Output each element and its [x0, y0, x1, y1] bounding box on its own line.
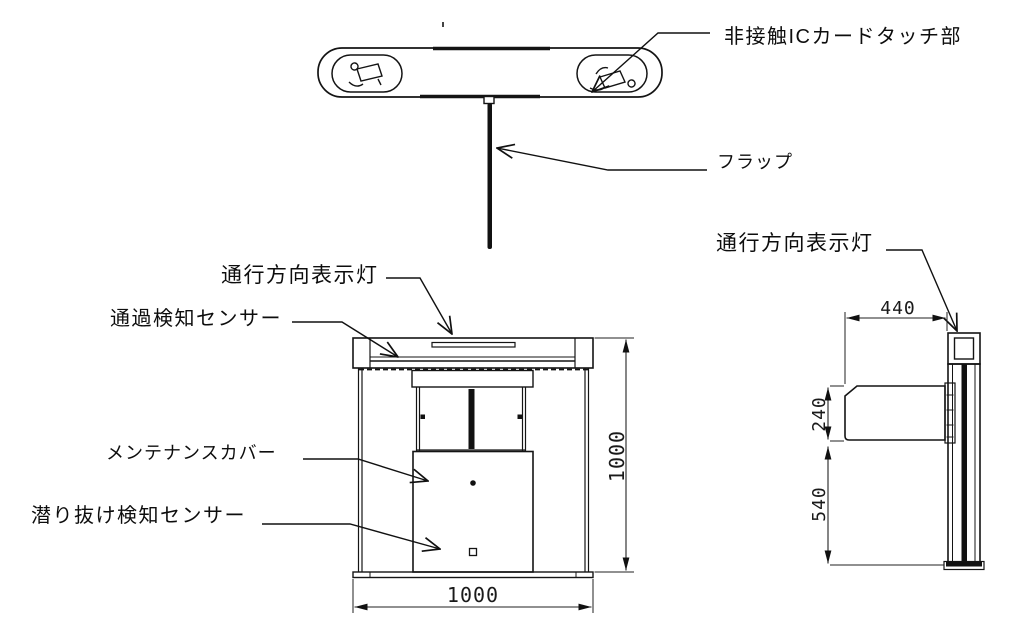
- direction-indicator-side-label: 通行方向表示灯: [716, 232, 874, 255]
- maintenance-cover-leader-line: [303, 458, 428, 481]
- ic-card-touch-area-left: [331, 54, 403, 93]
- flap-blade-side-view: [844, 385, 946, 441]
- side-view: [844, 332, 985, 571]
- flap-hinge-nub: [483, 95, 495, 105]
- maintenance-cover-label: メンテナンスカバー: [106, 443, 277, 463]
- side-view-dimensions: [824, 312, 948, 566]
- side-walls: [357, 368, 590, 572]
- flap-blade-top-view: [487, 103, 492, 249]
- top-view-leaders: [497, 32, 710, 171]
- direction-indicator-lens: [953, 337, 975, 360]
- flap-blade-front-view: [468, 389, 475, 449]
- sensor-mark-right: [517, 414, 522, 419]
- direction-indicator-side-leader-line: [886, 249, 957, 331]
- top-view: [317, 22, 663, 249]
- passage-sensor-leader-line: [292, 321, 398, 357]
- cover-screw-dot: [470, 480, 476, 486]
- passage-sensor-label: 通過検知センサー: [110, 308, 282, 330]
- hand-with-ic-card-icon: [348, 62, 383, 87]
- flap-label: フラップ: [717, 152, 793, 172]
- dim-side-lower-body: 540: [809, 486, 830, 522]
- dim-side-flap-height: 240: [809, 396, 830, 432]
- center-column-collar: [411, 369, 534, 388]
- ic-card-touch-label: 非接触ICカードタッチ部: [724, 26, 962, 48]
- dim-side-depth: 440: [880, 298, 916, 319]
- direction-indicator-front-label: 通行方向表示灯: [221, 264, 379, 287]
- sensor-mark-left: [420, 414, 425, 419]
- crawl-under-sensor-label: 潜り抜け検知センサー: [31, 505, 246, 527]
- direction-indicator-leader-line: [386, 277, 452, 334]
- front-view: [352, 337, 594, 579]
- pillar-dark-stripe: [961, 364, 967, 562]
- hand-with-ic-card-icon: [589, 66, 636, 91]
- flap-hinge-strip: [944, 382, 956, 444]
- top-cap: [352, 337, 594, 369]
- ic-card-leader-line: [592, 32, 710, 92]
- front-view-dimensions: [352, 337, 634, 613]
- dim-front-height: 1000: [605, 429, 629, 483]
- stray-mark: [442, 22, 444, 27]
- crawl-under-sensor-window: [468, 547, 478, 557]
- flap-housing: [415, 387, 527, 451]
- ic-card-touch-area-right: [576, 54, 648, 93]
- flap-leader-line: [497, 148, 707, 171]
- front-view-leaders: [262, 277, 452, 549]
- direction-indicator-slot: [431, 341, 516, 348]
- side-view-leaders: [886, 249, 957, 331]
- crawl-under-sensor-leader-line: [262, 523, 440, 549]
- maintenance-cover-panel: [412, 450, 534, 573]
- dim-front-width: 1000: [446, 583, 500, 607]
- base-plate: [352, 571, 594, 579]
